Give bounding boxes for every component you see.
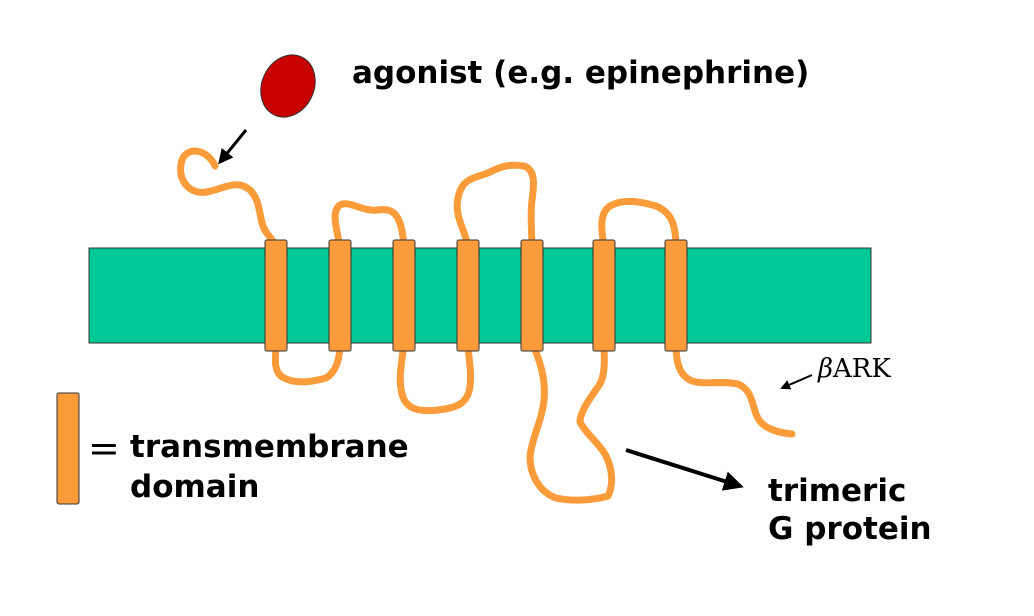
transmembrane-domains — [264, 239, 688, 352]
transmembrane-domain-7 — [664, 239, 688, 352]
extracellular-loop-2 — [453, 161, 538, 252]
bark-beta-symbol: β — [818, 354, 834, 384]
legend-equals-sign: = — [88, 426, 120, 470]
agonist-label: agonist (e.g. epinephrine) — [352, 55, 810, 91]
intracellular-loop-3 — [526, 339, 616, 504]
transmembrane-domain-5 — [520, 239, 544, 352]
legend-label-line-2: domain — [130, 469, 260, 505]
cell-membrane — [88, 247, 872, 344]
c-terminus — [672, 339, 796, 438]
transmembrane-domain-6 — [592, 239, 616, 352]
g-protein-label-line-1: trimeric — [768, 473, 907, 509]
intracellular-loop-2 — [396, 339, 475, 415]
extracellular-loop-1 — [331, 200, 408, 252]
bark-label: βARK — [818, 354, 891, 384]
bark-text: ARK — [833, 354, 891, 384]
transmembrane-domain-1 — [264, 239, 288, 352]
receptor-chain — [177, 147, 796, 504]
legend-transmembrane-symbol — [56, 392, 80, 505]
transmembrane-domain-4 — [456, 239, 480, 352]
legend-label-line-1: transmembrane — [130, 429, 409, 465]
bark-arrow — [780, 374, 813, 390]
agonist-molecule — [260, 54, 316, 118]
transmembrane-domain-2 — [328, 239, 352, 352]
extracellular-loop-3 — [598, 197, 680, 252]
transmembrane-domain-3 — [392, 239, 416, 352]
agonist-arrow — [218, 129, 248, 165]
g-protein-label-line-2: G protein — [768, 511, 932, 547]
g-protein-arrow — [625, 448, 744, 491]
n-terminus — [177, 147, 280, 252]
intracellular-loop-1 — [271, 339, 344, 386]
